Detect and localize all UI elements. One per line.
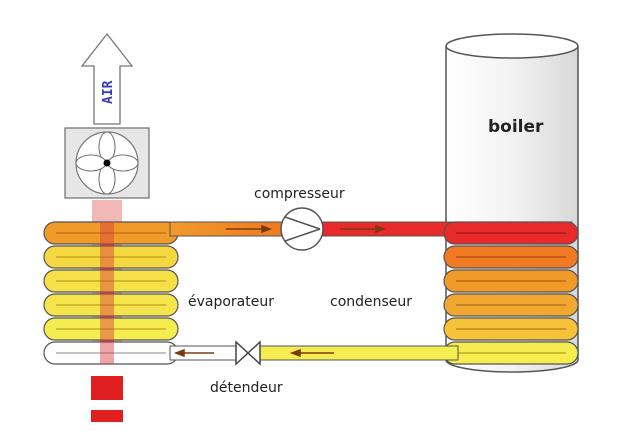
fan-icon: [64, 127, 150, 199]
air-indicator-small: [91, 410, 123, 422]
up-arrow-icon: [80, 32, 134, 125]
evaporator-coil: [43, 221, 179, 365]
boiler-label: boiler: [488, 117, 544, 137]
condenser-coil: [443, 221, 579, 365]
condenseur-label: condenseur: [330, 294, 412, 310]
compressor-icon: [280, 207, 324, 251]
expansion-valve-icon: [235, 340, 261, 366]
detendeur-label: détendeur: [210, 380, 283, 396]
flow-arrows: [173, 224, 387, 358]
air-label: AIR: [101, 80, 116, 104]
evaporateur-label: évaporateur: [188, 294, 274, 310]
pipe-condenser-valve: [257, 345, 459, 361]
air-indicator-large: [91, 376, 123, 400]
compresseur-label: compresseur: [254, 186, 345, 202]
air-flow-overlay: [100, 222, 114, 364]
